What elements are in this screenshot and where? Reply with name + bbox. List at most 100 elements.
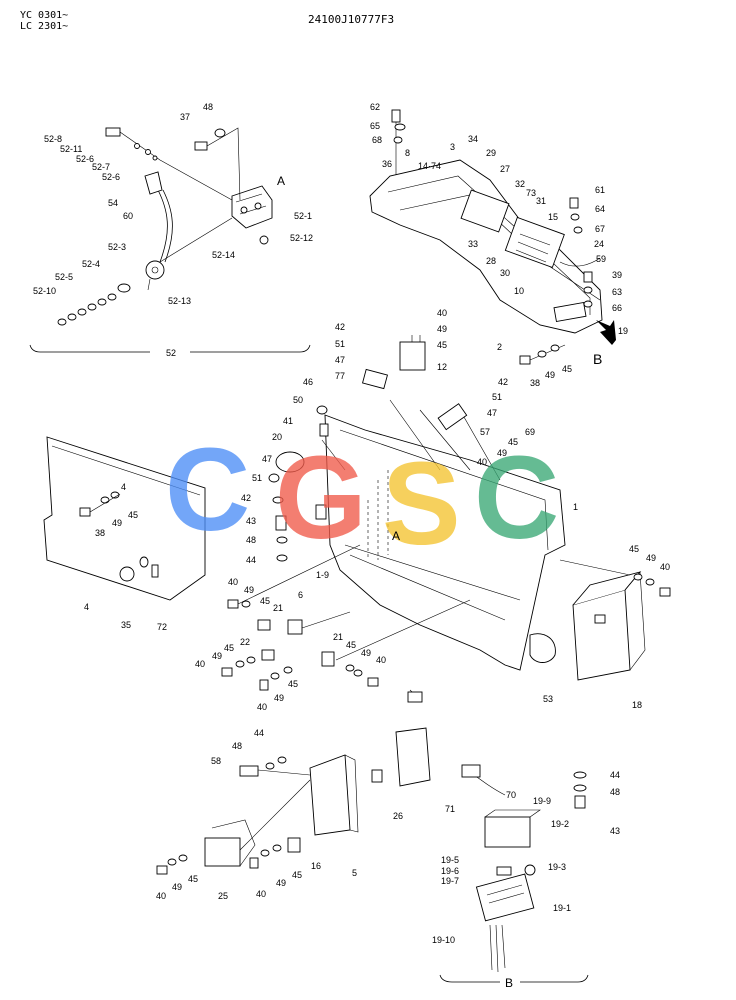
box-18 (559, 559, 671, 681)
callout-label: 19-2 (551, 819, 569, 829)
callout-label: 63 (612, 287, 622, 297)
model-line-1: YC 0301~ (20, 10, 69, 21)
callout-label: 4 (121, 482, 126, 492)
callout-label: 21 (333, 632, 343, 642)
callout-label: 33 (468, 239, 478, 249)
callout-label: 71 (445, 804, 455, 814)
main-frame (268, 335, 566, 671)
callout-label: 45 (128, 510, 138, 520)
callout-label: 38 (95, 528, 105, 538)
callout-label: 40 (257, 702, 267, 712)
callout-label: 49 (497, 448, 507, 458)
callout-label: 53 (543, 694, 553, 704)
callout-label: 43 (246, 516, 256, 526)
cgsc-watermark: C G S C (165, 424, 559, 570)
callout-label: 52-7 (92, 162, 110, 172)
callout-label: 49 (244, 585, 254, 595)
model-line-2: LC 2301~ (20, 21, 69, 32)
callout-label: 47 (262, 454, 272, 464)
callout-label: 16 (311, 861, 321, 871)
callout-label: 49 (172, 882, 182, 892)
callout-label: 45 (508, 437, 518, 447)
callout-label: 61 (595, 185, 605, 195)
callout-label: 40 (228, 577, 238, 587)
callout-label: 18 (632, 700, 642, 710)
callout-label: 6 (298, 590, 303, 600)
callout-label: 43 (610, 826, 620, 836)
callout-label: 48 (232, 741, 242, 751)
callout-label: 52-10 (33, 286, 56, 296)
callout-label: 45 (629, 544, 639, 554)
callout-label: 49 (212, 651, 222, 661)
callout-label: 29 (486, 148, 496, 158)
callout-label: 19-10 (432, 935, 455, 945)
watermark-letter-g: G (275, 432, 367, 564)
callout-label: 52-5 (55, 272, 73, 282)
callout-label: 26 (393, 811, 403, 821)
callout-label: 45 (562, 364, 572, 374)
callout-label: 58 (211, 756, 221, 766)
callout-label: 52-6 (102, 172, 120, 182)
callout-label: 47 (487, 408, 497, 418)
callout-label: 73 (526, 188, 536, 198)
callout-label: A (392, 529, 400, 543)
callout-label: 49 (274, 693, 284, 703)
callout-label: 45 (437, 340, 447, 350)
callout-label: 30 (500, 268, 510, 278)
callout-label: 45 (346, 640, 356, 650)
callout-label: 65 (370, 121, 380, 131)
callout-label: 40 (156, 891, 166, 901)
callout-label: 57 (480, 427, 490, 437)
callout-label: 64 (595, 204, 605, 214)
callout-label: 72 (157, 622, 167, 632)
callout-label: 51 (252, 473, 262, 483)
callout-label: 49 (276, 878, 286, 888)
callout-label: 28 (486, 256, 496, 266)
watermark-letter-c1: C (165, 424, 250, 556)
callout-label: 46 (303, 377, 313, 387)
callout-label: 60 (123, 211, 133, 221)
callout-label: 77 (335, 371, 345, 381)
callout-label: 1 (573, 502, 578, 512)
callout-label: 70 (506, 790, 516, 800)
callout-label: 3 (450, 142, 455, 152)
callout-label: 52-12 (290, 233, 313, 243)
callout-label: 25 (218, 891, 228, 901)
callout-label: 49 (646, 553, 656, 563)
callout-label: 20 (272, 432, 282, 442)
drawing-number: 24100J10777F3 (308, 13, 395, 26)
callout-label: 19-3 (548, 862, 566, 872)
callout-label: 41 (283, 416, 293, 426)
callout-label: 67 (595, 224, 605, 234)
callout-label: 34 (468, 134, 478, 144)
callout-label: 42 (498, 377, 508, 387)
callout-label: 37 (180, 112, 190, 122)
side-panel (43, 436, 206, 601)
callout-label: 22 (240, 637, 250, 647)
callout-label: 48 (246, 535, 256, 545)
callout-label: 42 (335, 322, 345, 332)
callout-label: 47 (335, 355, 345, 365)
callout-label: 10 (514, 286, 524, 296)
callout-label: 40 (195, 659, 205, 669)
callout-label: 21 (273, 603, 283, 613)
lower-assembly (156, 689, 589, 983)
callout-label: 5 (352, 868, 357, 878)
callout-label: 12 (437, 362, 447, 372)
callout-label: 40 (437, 308, 447, 318)
callout-label: 49 (361, 648, 371, 658)
callout-label: 52-1 (294, 211, 312, 221)
callout-label: 50 (293, 395, 303, 405)
callout-label: 45 (188, 874, 198, 884)
callout-label: 52-8 (44, 134, 62, 144)
callout-label: 45 (224, 643, 234, 653)
callout-label: 52-3 (108, 242, 126, 252)
callout-label: 54 (108, 198, 118, 208)
callout-label: 44 (610, 770, 620, 780)
callout-labels: 48 37 52-8 52-11 52-6 52-7 52-6 54 60 A … (33, 102, 670, 990)
callout-label: 36 (382, 159, 392, 169)
console-cover (369, 109, 616, 365)
callout-label: 68 (372, 135, 382, 145)
callout-label: 8 (405, 148, 410, 158)
watermark-letter-c2: C (474, 432, 559, 564)
